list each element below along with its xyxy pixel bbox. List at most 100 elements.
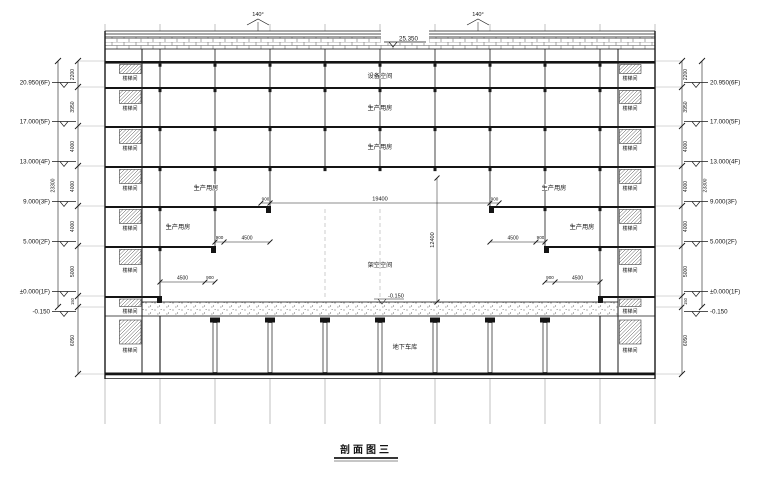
dim-label: 6050 — [683, 335, 689, 346]
parapet-elevation-marker: 25.350 — [381, 30, 429, 48]
stair-label: 楼梯间 — [122, 185, 137, 192]
elevation-label: -0.150 — [32, 309, 50, 316]
stair-label: 楼梯间 — [622, 105, 637, 112]
elevation-marker: 13.000(4F) — [684, 158, 741, 168]
stair-label: 楼梯间 — [622, 75, 637, 82]
stair-label: 楼梯间 — [622, 225, 637, 232]
elevation-label: 9.000(3F) — [710, 199, 737, 206]
stair-label: 楼梯间 — [122, 105, 137, 112]
dim-label: 4000 — [70, 221, 76, 232]
elevation-marker: ±0.000(1F) — [19, 288, 76, 298]
elevation-marker: 13.000(4F) — [19, 158, 76, 168]
room-label-production: 生产用房 — [542, 184, 567, 192]
room-label-production: 生产用房 — [368, 104, 393, 112]
elevation-marker: 20.950(6F) — [19, 79, 76, 89]
elevation-label: 5.000(2F) — [710, 239, 737, 246]
stair-label: 楼梯间 — [622, 267, 637, 274]
garage-columns — [210, 317, 550, 373]
elevation-label: -0.150 — [388, 294, 404, 300]
elevation-label: 25.350 — [399, 36, 418, 43]
stair-label: 楼梯间 — [622, 145, 637, 152]
drawing-title: 剖面图三 — [334, 443, 398, 462]
dimension-chain-right: 2200 3950 4000 4000 4000 5000 150 6050 2… — [656, 57, 709, 378]
roof-slope-mark-right: 140° — [466, 11, 490, 31]
elevation-marker: -0.150 — [32, 308, 76, 318]
dim-label: 150 — [683, 297, 688, 305]
dim-label: 4000 — [683, 221, 689, 232]
stair-label: 楼梯间 — [122, 225, 137, 232]
dim-label: 900 — [262, 197, 270, 202]
room-label-garage: 地下车库 — [393, 343, 418, 351]
overall-dim-label: 23300 — [51, 178, 57, 192]
slope-angle-label: 140° — [472, 12, 484, 18]
dim-label: 4000 — [683, 141, 689, 152]
grid-lines — [104, 24, 656, 424]
elevation-markers-left: 20.950(6F) 17.000(5F) 13.000(4F) 9.000(3… — [19, 79, 76, 318]
stair-label: 楼梯间 — [122, 145, 137, 152]
elevation-markers-right: 20.950(6F) 17.000(5F) 13.000(4F) 9.000(3… — [684, 79, 741, 318]
elevation-label: 20.950(6F) — [710, 80, 740, 87]
slope-angle-label: 140° — [252, 12, 264, 18]
elevation-label: ±0.000(1F) — [20, 289, 50, 296]
dim-label: 900 — [216, 235, 224, 240]
ground-elevation-marker: -0.150 — [374, 293, 404, 305]
dim-label: 4000 — [70, 181, 76, 192]
elevation-marker: 20.950(6F) — [684, 79, 741, 89]
stair-label: 楼梯间 — [622, 347, 637, 354]
dim-label: 3950 — [683, 101, 689, 112]
dim-label: 2200 — [683, 69, 689, 80]
elevation-marker: ±0.000(1F) — [684, 288, 741, 298]
inner-dimensions: 900 19400 900 900 4500 4500 900 4500 900… — [157, 175, 603, 305]
room-label-production: 生产用房 — [368, 143, 393, 151]
dim-label: 3950 — [70, 101, 76, 112]
dim-label: 900 — [537, 235, 545, 240]
dim-label: 4500 — [177, 276, 188, 282]
dim-label: 5000 — [70, 266, 76, 277]
dim-label: 6050 — [70, 335, 76, 346]
page-title: 剖面图三 — [340, 443, 392, 456]
dim-label: 5000 — [683, 266, 689, 277]
elevation-label: 5.000(2F) — [23, 239, 50, 246]
elevation-label: 17.000(5F) — [20, 119, 50, 126]
elevation-marker: 17.000(5F) — [19, 118, 76, 128]
dimension-chain-left: 2200 3950 4000 4000 4000 5000 150 6050 2… — [50, 57, 104, 378]
elevation-label: 20.950(6F) — [20, 80, 50, 87]
elevation-label: 13.000(4F) — [20, 159, 50, 166]
elevation-label: 17.000(5F) — [710, 119, 740, 126]
room-label-open-space: 架空空间 — [368, 261, 393, 269]
elevation-marker: 5.000(2F) — [23, 238, 76, 248]
elevation-marker: 9.000(3F) — [23, 198, 76, 208]
elevation-label: ±0.000(1F) — [710, 289, 740, 296]
ground-slab-hatch — [141, 301, 619, 317]
building-structure — [104, 30, 656, 379]
stair-label: 楼梯间 — [622, 308, 637, 315]
room-label-production: 生产用房 — [166, 223, 191, 231]
stair-shaft-left — [119, 64, 142, 345]
overall-dim-label: 23300 — [703, 178, 709, 192]
dim-label: 150 — [70, 297, 75, 305]
room-label-production: 生产用房 — [194, 184, 219, 192]
dim-label: 900 — [546, 275, 554, 280]
room-label-production: 生产用房 — [570, 223, 595, 231]
stair-shaft-right — [619, 64, 642, 345]
stair-labels-right: 楼梯间 楼梯间 楼梯间 楼梯间 楼梯间 楼梯间 楼梯间 楼梯间 — [622, 74, 638, 354]
elevation-label: 13.000(4F) — [710, 159, 740, 166]
stair-label: 楼梯间 — [622, 185, 637, 192]
dim-label: 900 — [206, 275, 214, 280]
dim-label: 900 — [491, 197, 499, 202]
room-labels: 设备空间 生产用房 生产用房 生产用房 生产用房 生产用房 生产用房 架空空间 … — [165, 71, 595, 351]
dim-label: 4500 — [572, 276, 583, 282]
stair-label: 楼梯间 — [122, 347, 137, 354]
elevation-marker: -0.150 — [684, 308, 729, 318]
elevation-label: 9.000(3F) — [23, 199, 50, 206]
stair-label: 楼梯间 — [122, 308, 137, 315]
stair-label: 楼梯间 — [122, 267, 137, 274]
stair-labels-left: 楼梯间 楼梯间 楼梯间 楼梯间 楼梯间 楼梯间 楼梯间 楼梯间 — [122, 74, 138, 354]
dim-label: 2200 — [70, 69, 76, 80]
elevation-marker: 5.000(2F) — [684, 238, 737, 248]
dim-label: 4500 — [507, 236, 518, 242]
dim-label: 19400 — [372, 197, 388, 203]
ground-and-garage — [105, 301, 655, 379]
dim-label: 4500 — [241, 236, 252, 242]
